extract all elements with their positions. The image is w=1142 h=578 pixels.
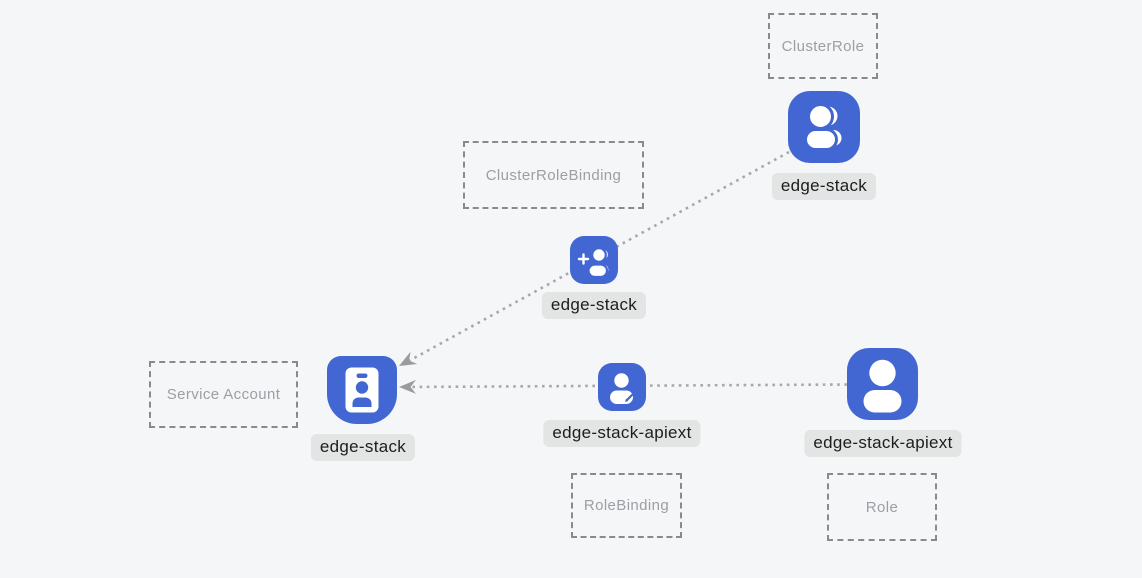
users-icon — [804, 103, 845, 151]
node-label-chip: edge-stack-apiext — [543, 420, 701, 447]
type-box-role: Role — [827, 473, 937, 541]
type-box-label: RoleBinding — [583, 497, 670, 514]
node-serviceaccount-edge-stack[interactable] — [327, 356, 397, 424]
node-label-chip: edge-stack — [310, 434, 416, 461]
edge-role-to-serviceaccount — [405, 383, 848, 389]
user-edit-icon — [610, 373, 634, 404]
type-box-clusterrole: ClusterRole — [768, 13, 878, 79]
node-rolebinding-edge-stack-apiext[interactable] — [598, 363, 646, 411]
arrowhead — [399, 351, 418, 366]
user-plus-icon — [577, 247, 611, 279]
type-box-clusterrolebinding: ClusterRoleBinding — [463, 141, 644, 209]
arrowhead — [399, 379, 417, 394]
node-role-edge-stack-apiext[interactable] — [847, 348, 918, 420]
type-box-label: Role — [865, 498, 899, 516]
type-box-serviceaccount: Service Account — [149, 361, 298, 428]
type-box-label: ClusterRoleBinding — [485, 166, 622, 184]
node-clusterrolebinding-edge-stack[interactable] — [570, 236, 618, 284]
node-label-chip: edge-stack — [771, 173, 877, 200]
type-box-rolebinding: RoleBinding — [571, 473, 682, 538]
type-box-label: Service Account — [166, 386, 281, 403]
type-box-label: ClusterRole — [781, 37, 865, 55]
user-icon — [863, 359, 902, 413]
id-badge-icon — [345, 367, 379, 413]
node-label-chip: edge-stack — [541, 292, 647, 319]
node-clusterrole-edge-stack[interactable] — [788, 91, 860, 163]
node-label-chip: edge-stack-apiext — [804, 430, 962, 457]
